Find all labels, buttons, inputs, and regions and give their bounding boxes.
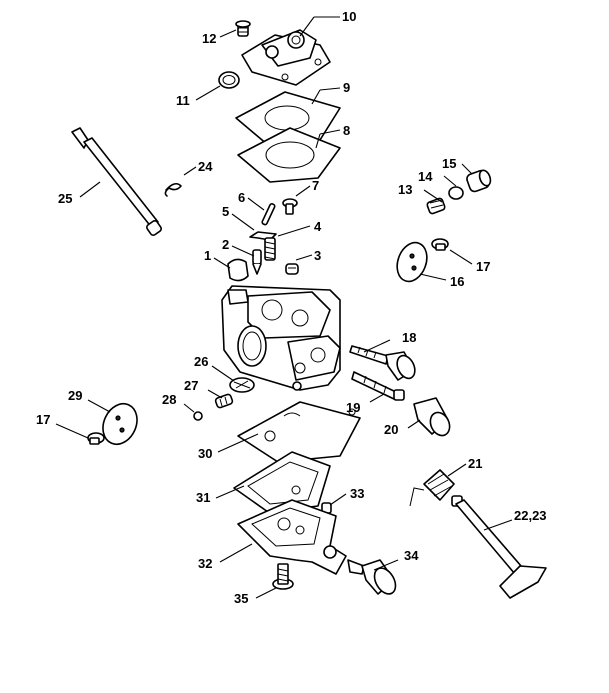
part-4-spring xyxy=(264,237,276,261)
callout-18: 18 xyxy=(402,330,416,345)
callout-5: 5 xyxy=(222,204,229,219)
callout-9: 9 xyxy=(343,80,350,95)
part-24-clip xyxy=(164,182,182,197)
callout-17-upper: 17 xyxy=(476,259,490,274)
part-26-strainer xyxy=(229,377,255,393)
part-9-pump-diaphragm xyxy=(235,91,341,146)
part-30-metering-diaphragm xyxy=(237,401,361,463)
part-7-screw xyxy=(282,198,298,215)
callout-22-23: 22,23 xyxy=(514,508,547,523)
callout-labels: 12 10 11 9 8 25 24 6 7 5 4 2 1 3 13 14 1… xyxy=(36,9,547,606)
carburetor-body xyxy=(221,285,341,391)
callout-21: 21 xyxy=(468,456,482,471)
callout-17-lower: 17 xyxy=(36,412,50,427)
callout-1: 1 xyxy=(204,248,211,263)
part-27-spring xyxy=(214,393,234,409)
part-10-pump-cover xyxy=(241,29,331,86)
callout-16: 16 xyxy=(450,274,464,289)
callout-26: 26 xyxy=(194,354,208,369)
callout-8: 8 xyxy=(343,123,350,138)
callout-28: 28 xyxy=(162,392,176,407)
callout-4: 4 xyxy=(314,219,322,234)
part-17-screw-upper xyxy=(431,238,449,251)
callout-32: 32 xyxy=(198,556,212,571)
part-14-ring xyxy=(448,186,464,200)
part-32-end-cover xyxy=(237,499,347,575)
callout-6: 6 xyxy=(238,190,245,205)
callout-34: 34 xyxy=(404,548,419,563)
part-25-throttle-shaft xyxy=(71,127,162,236)
part-19-adjusting-screw xyxy=(351,371,405,401)
part-18-adjusting-screw xyxy=(349,345,416,381)
callout-15: 15 xyxy=(442,156,456,171)
part-3-screw xyxy=(285,263,299,275)
part-20-limiter-cap xyxy=(413,397,451,437)
part-1-cap xyxy=(227,258,249,282)
callout-7: 7 xyxy=(312,178,319,193)
callout-19: 19 xyxy=(346,400,360,415)
callout-2: 2 xyxy=(222,237,229,252)
part-16-choke-valve xyxy=(396,241,428,283)
part-35-screw xyxy=(272,563,294,590)
callout-14: 14 xyxy=(418,169,433,184)
part-2-inlet-needle xyxy=(252,249,262,275)
callout-10: 10 xyxy=(342,9,356,24)
part-8-gasket xyxy=(237,127,341,183)
part-11-o-ring xyxy=(218,71,240,89)
part-15-sleeve xyxy=(466,169,492,193)
callout-12: 12 xyxy=(202,31,216,46)
part-21-torsion-spring xyxy=(409,469,455,507)
callout-31: 31 xyxy=(196,490,210,505)
part-22-23-choke-shaft xyxy=(451,495,547,599)
callout-20: 20 xyxy=(384,422,398,437)
part-29-throttle-valve xyxy=(102,403,138,445)
callout-35: 35 xyxy=(234,591,248,606)
part-34-screw xyxy=(347,559,397,595)
leader-lines xyxy=(55,16,513,599)
part-13-spring xyxy=(426,197,446,215)
part-31-gasket xyxy=(233,451,331,513)
callout-24: 24 xyxy=(198,159,213,174)
callout-29: 29 xyxy=(68,388,82,403)
callout-3: 3 xyxy=(314,248,321,263)
part-28-ball xyxy=(193,411,203,421)
part-6-pin xyxy=(261,203,276,226)
callout-11: 11 xyxy=(176,93,190,108)
part-17-screw-lower xyxy=(87,432,105,445)
callout-30: 30 xyxy=(198,446,212,461)
part-12-screw xyxy=(235,20,251,37)
callout-25: 25 xyxy=(58,191,72,206)
callout-27: 27 xyxy=(184,378,198,393)
callout-13: 13 xyxy=(398,182,412,197)
callout-33: 33 xyxy=(350,486,364,501)
